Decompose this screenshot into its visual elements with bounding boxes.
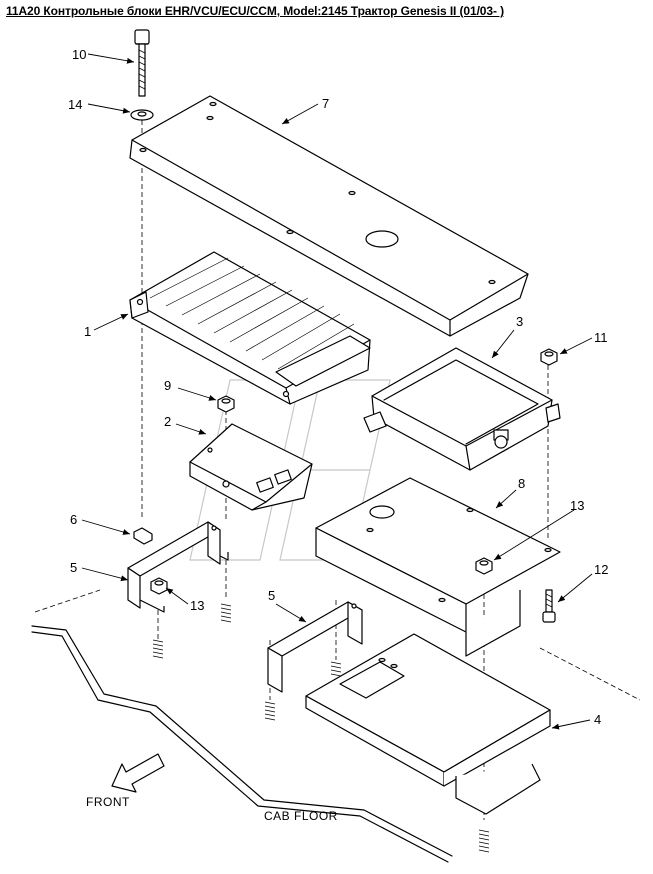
nut-part-13-left — [150, 577, 168, 595]
bracket-part-5-center — [267, 601, 363, 693]
callout-13-right: 13 — [570, 498, 584, 513]
washer-part-14 — [130, 109, 154, 121]
cab-floor-label: CAB FLOOR — [264, 809, 338, 823]
callout-4: 4 — [594, 712, 601, 727]
nut-part-10 — [217, 395, 235, 413]
callout-10: 9 — [164, 378, 171, 393]
bolt-part-8 — [134, 29, 150, 97]
callout-13-left: 13 — [190, 598, 204, 613]
page-title: 11A20 Контрольные блоки EHR/VCU/ECU/CCM,… — [6, 4, 504, 18]
controller-housing-part-4 — [305, 633, 551, 815]
heatsink-module-part-1 — [129, 251, 371, 405]
front-direction-arrow-icon — [111, 753, 165, 793]
leader-lines — [81, 53, 593, 730]
front-label: FRONT — [86, 795, 130, 809]
callout-3: 3 — [516, 314, 523, 329]
cab-floor-outline — [31, 589, 641, 863]
cover-plate-part-7 — [129, 95, 529, 337]
callout-8: 10 — [72, 47, 86, 62]
callout-1: 1 — [84, 324, 91, 339]
callout-9: 8 — [518, 476, 525, 491]
callout-5-center: 5 — [268, 588, 275, 603]
callout-5-left: 5 — [70, 560, 77, 575]
mounting-bracket-part-9 — [315, 477, 561, 657]
bolt-part-12 — [542, 589, 556, 623]
callout-2: 2 — [164, 414, 171, 429]
callout-7: 7 — [322, 96, 329, 111]
callout-11: 11 — [594, 330, 608, 345]
nut-part-11 — [540, 348, 558, 366]
nut-part-13-right — [475, 557, 493, 575]
control-unit-part-2 — [189, 423, 313, 511]
clip-part-6 — [133, 527, 153, 545]
callout-12: 12 — [594, 562, 608, 577]
ecu-part-3 — [363, 347, 561, 471]
bracket-part-5-left — [127, 521, 229, 613]
callout-numbers: 10 14 7 1 3 11 9 2 8 13 6 5 12 13 5 4 — [68, 47, 608, 727]
callout-14: 14 — [68, 97, 82, 112]
springs — [152, 603, 490, 853]
callout-6: 6 — [70, 512, 77, 527]
